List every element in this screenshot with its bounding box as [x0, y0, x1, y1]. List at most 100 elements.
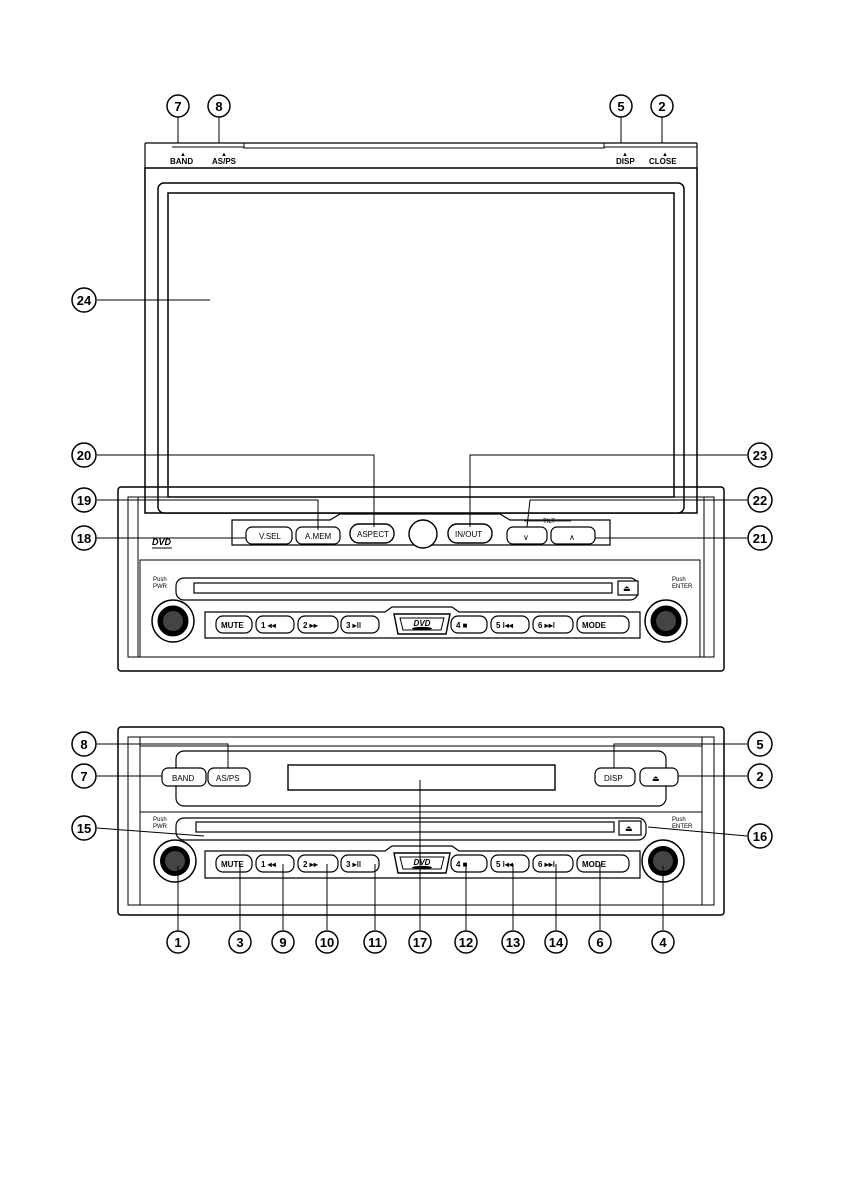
row-button[interactable] — [340, 854, 380, 873]
row-button-label: 1 ◂◂ — [261, 860, 277, 869]
inout-label: IN/OUT — [455, 530, 482, 539]
band-label: BAND — [172, 774, 194, 783]
callout: 11 — [368, 935, 382, 950]
disp-button[interactable] — [594, 767, 636, 787]
aspect-button[interactable] — [349, 523, 395, 544]
callout-circle — [408, 930, 432, 954]
callout: 14 — [549, 935, 564, 950]
row-button[interactable] — [450, 615, 488, 634]
row-button-label: 2 ▸▸ — [303, 621, 319, 630]
row-button[interactable] — [532, 854, 574, 873]
asps-label: AS/PS — [212, 157, 237, 166]
row-button-label: MUTE — [221, 621, 244, 630]
callout: 17 — [413, 935, 427, 950]
row-button[interactable] — [490, 854, 530, 873]
bottom-unit: BAND AS/PS DISP ⏏ Push PWR Push ENTER ⏏ … — [117, 726, 725, 916]
callout: 22 — [753, 493, 767, 508]
row-button[interactable] — [297, 854, 339, 873]
callout-circle — [588, 930, 612, 954]
enter-label: ENTER — [672, 824, 693, 830]
row-button-label: 5 ǀ◂◂ — [496, 860, 514, 869]
vsel-button[interactable] — [245, 526, 293, 545]
row-button[interactable] — [297, 615, 339, 634]
callout: 16 — [753, 829, 767, 844]
row-button[interactable] — [450, 854, 488, 873]
close-label: CLOSE — [649, 157, 677, 166]
row-button-label: 3 ▸ǀǀ — [346, 860, 361, 869]
push-label: Push — [672, 817, 686, 823]
row-button[interactable] — [340, 615, 380, 634]
dvd-disc-mark — [412, 626, 432, 631]
callout: 18 — [77, 531, 91, 546]
callout-circle — [651, 930, 675, 954]
asps-button[interactable] — [207, 767, 251, 787]
dvd-badge-logo: DVD — [414, 619, 431, 628]
tilt-up-label: ∧ — [569, 533, 575, 542]
push-label: Push — [153, 577, 167, 583]
amem-label: A.MEM — [305, 532, 332, 541]
callout-circle — [454, 930, 478, 954]
asps-label: AS/PS — [216, 774, 240, 783]
callout: 1 — [174, 935, 181, 950]
band-button[interactable] — [161, 767, 207, 787]
row-button-label: 6 ▸▸ǀ — [538, 860, 555, 869]
row-button[interactable] — [255, 854, 295, 873]
eject-icon: ⏏ — [625, 824, 633, 833]
callout: 6 — [596, 935, 603, 950]
pwr-label: PWR — [153, 824, 168, 830]
row-button[interactable] — [576, 615, 630, 634]
eject-button[interactable] — [617, 580, 639, 596]
callout: 21 — [753, 531, 767, 546]
row-button-label: MODE — [582, 621, 607, 630]
row-button-label: MODE — [582, 860, 607, 869]
svg-text:▲: ▲ — [180, 152, 186, 158]
eject-button[interactable] — [618, 820, 642, 836]
dvd-badge-inner — [399, 856, 445, 870]
row-button[interactable] — [532, 615, 574, 634]
callout-circle — [501, 930, 525, 954]
callout-circle — [271, 930, 295, 954]
callout: 15 — [77, 821, 91, 836]
callout: 7 — [80, 769, 87, 784]
disp-label: DISP — [604, 774, 623, 783]
vsel-label: V.SEL — [259, 532, 281, 541]
callout-circle — [363, 930, 387, 954]
row-button[interactable] — [490, 615, 530, 634]
callout-circle — [544, 930, 568, 954]
row-button[interactable] — [215, 854, 253, 873]
svg-text:▲: ▲ — [622, 152, 628, 158]
leader-lines — [96, 116, 748, 930]
row-button-label: 6 ▸▸ǀ — [538, 621, 555, 630]
row-button-label: 2 ▸▸ — [303, 860, 319, 869]
disc-slot — [193, 582, 613, 594]
open-close-icon: ⏏ — [652, 774, 660, 783]
row-button[interactable] — [576, 854, 630, 873]
open-button[interactable] — [639, 767, 679, 787]
callout: 3 — [236, 935, 243, 950]
aspect-label: ASPECT — [357, 530, 389, 539]
row-button-label: 1 ◂◂ — [261, 621, 277, 630]
row-button[interactable] — [215, 615, 253, 634]
callouts-top: 7 8 5 2 24 20 23 19 22 18 21 — [71, 94, 773, 551]
dvd-logo: DVD — [152, 537, 172, 547]
top-unit: ▲ ▲ ▲ ▲ BAND AS/PS DISP CLOSE V.SEL A.ME… — [117, 142, 725, 672]
callout: 4 — [659, 935, 667, 950]
disp-label: DISP — [616, 157, 635, 166]
tilt-up-button[interactable] — [550, 526, 596, 545]
svg-text:▲: ▲ — [662, 152, 668, 158]
band-label: BAND — [170, 157, 193, 166]
callout: 7 — [174, 99, 181, 114]
callout-circle — [315, 930, 339, 954]
callout: 8 — [80, 737, 87, 752]
callout: 24 — [77, 293, 92, 308]
push-label: Push — [672, 577, 686, 583]
callout: 10 — [320, 935, 334, 950]
enter-label: ENTER — [672, 584, 693, 590]
remote-sensor — [408, 519, 438, 549]
row-button[interactable] — [255, 615, 295, 634]
dvd-disc-mark — [412, 865, 432, 870]
callout: 20 — [77, 448, 91, 463]
